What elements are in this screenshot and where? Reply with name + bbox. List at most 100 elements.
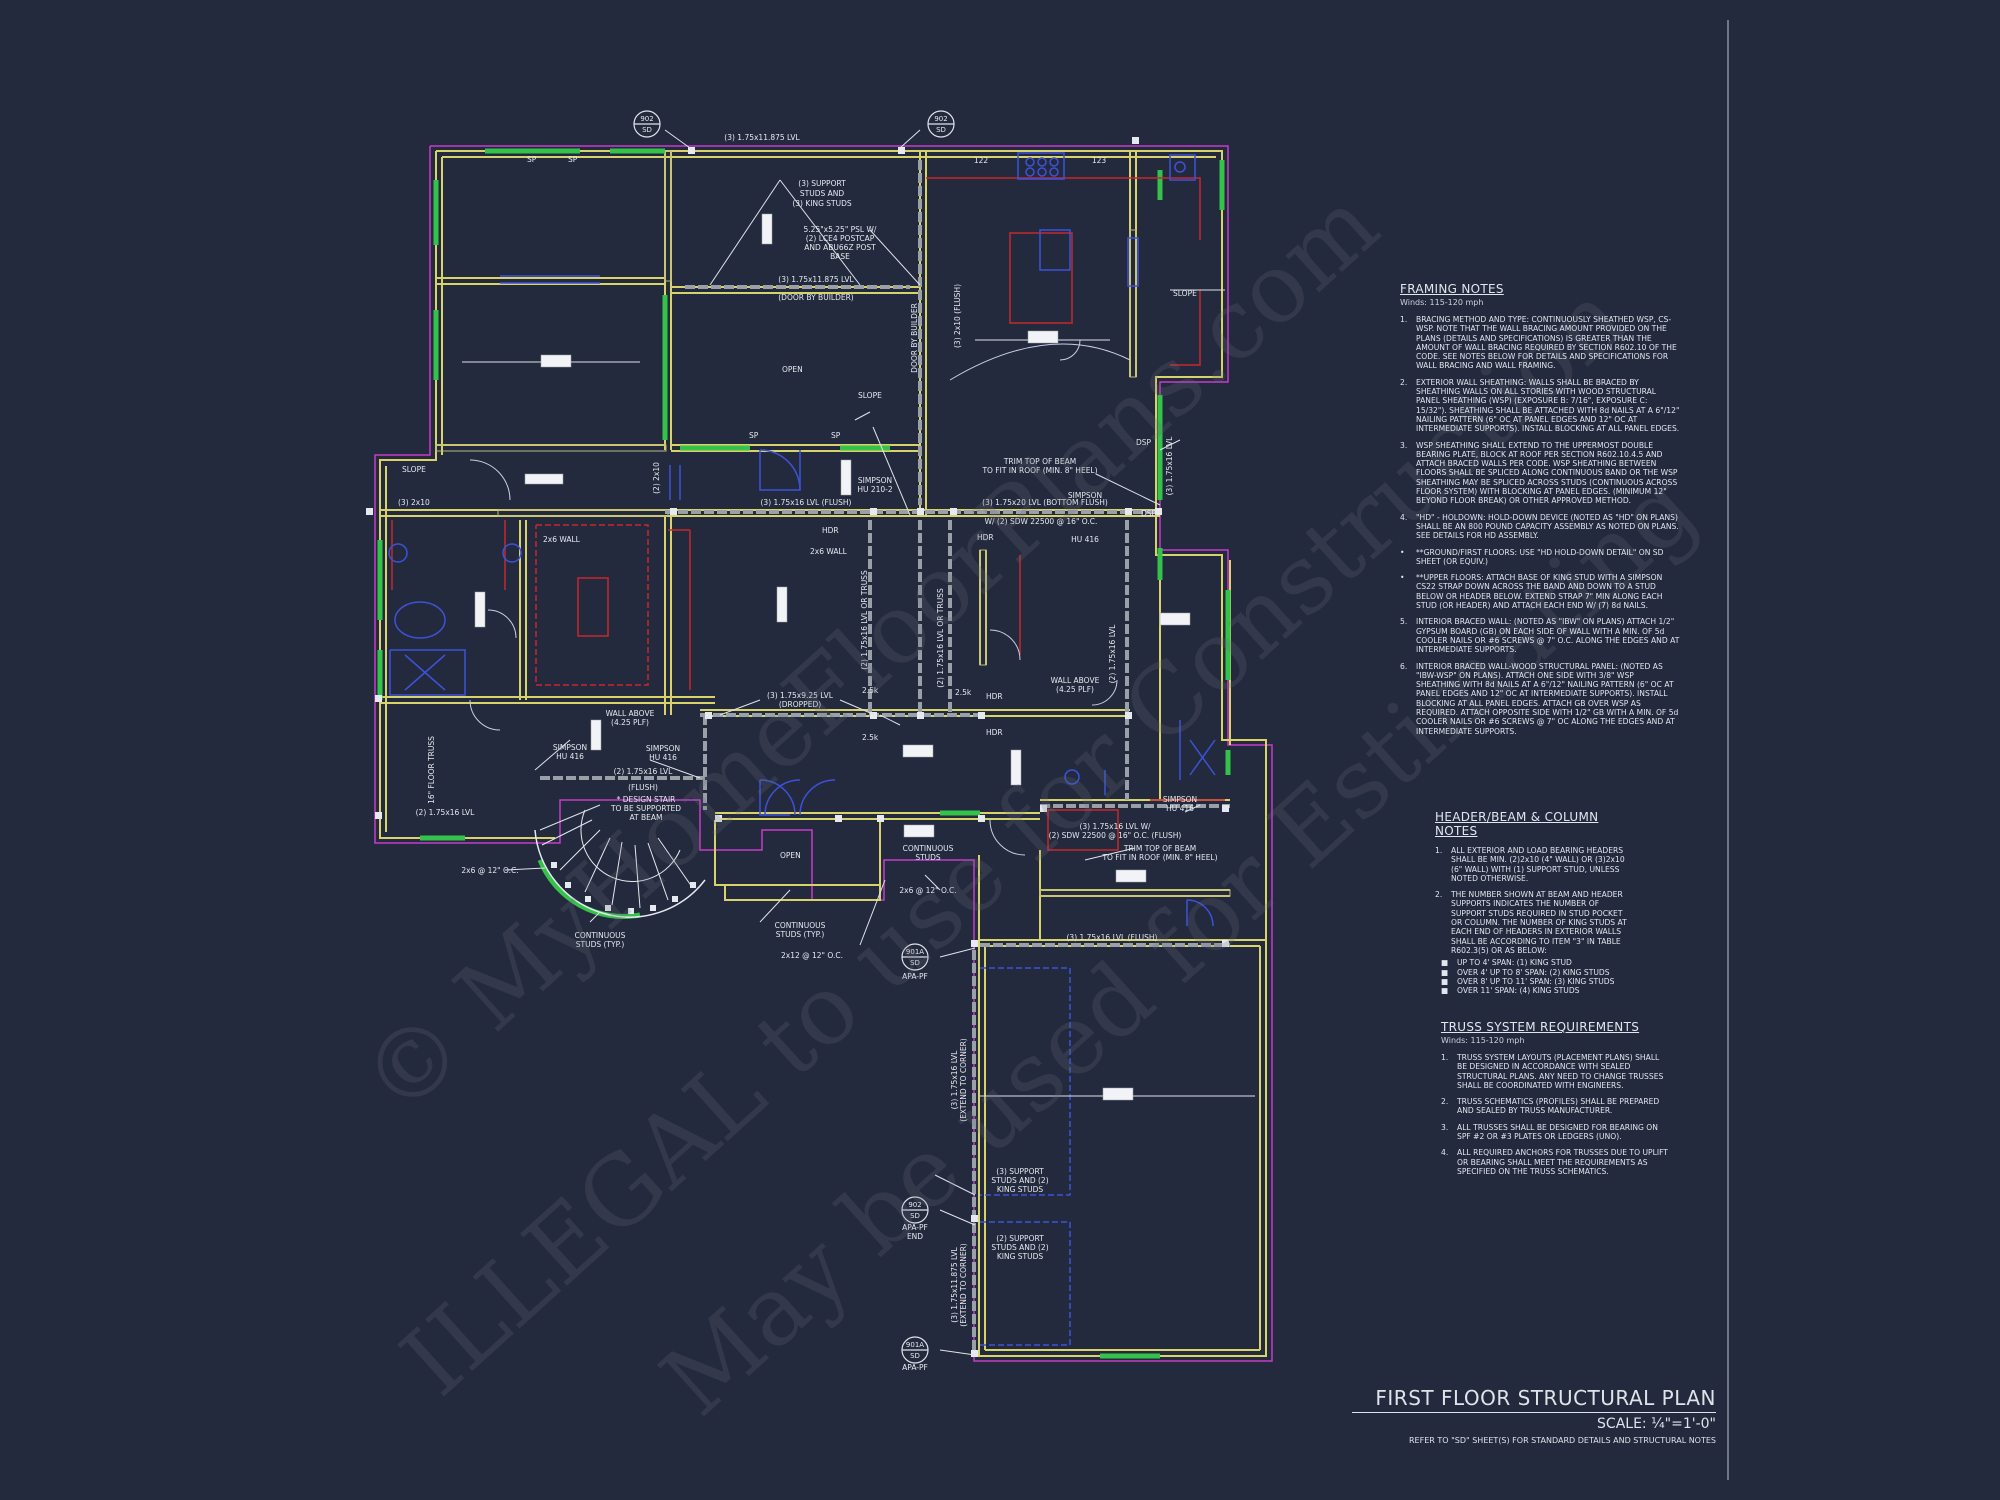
label-lvl-v1: (2) 1.75x16 LVL OR TRUSS xyxy=(860,570,869,670)
label-design-stair-2: TO BE SUPPORTED xyxy=(610,804,681,813)
king-stud-rule: ■OVER 8' UP TO 11' SPAN: (3) KING STUDS xyxy=(1435,977,1635,986)
label-hdr-1: HDR xyxy=(822,526,839,535)
label-continuous-3b: STUDS xyxy=(915,853,941,862)
bubble-2-bottom: SD xyxy=(936,126,946,134)
fixtures xyxy=(388,152,1216,1346)
label-lvl-1575: (2) 1.75x16 LVL xyxy=(614,767,674,776)
label-slope-1: SLOPE xyxy=(402,465,426,474)
label-window-123: 123 xyxy=(1092,156,1107,165)
label-slope-3: SLOPE xyxy=(1173,289,1197,298)
label-support-studs-2: STUDS AND xyxy=(800,189,844,198)
label-wall-above-1b: (4.25 PLF) xyxy=(611,718,649,727)
label-garage-ss-4: (2) SUPPORT xyxy=(996,1234,1044,1243)
bullet-square-icon: ■ xyxy=(1441,958,1449,968)
label-continuous-3: CONTINUOUS xyxy=(903,844,954,853)
label-apa-3: APA-PF xyxy=(902,1363,928,1372)
bubble-3-top: 901A xyxy=(906,948,924,956)
label-lvl-right-v: (3) 1.75x16 LVL xyxy=(1165,436,1174,496)
king-stud-rule: ■OVER 11' SPAN: (4) KING STUDS xyxy=(1435,986,1635,995)
label-design-stair-1: * DESIGN STAIR xyxy=(617,795,676,804)
truss-note-item: 3.ALL TRUSSES SHALL BE DESIGNED FOR BEAR… xyxy=(1441,1123,1671,1142)
framing-note-item: 6.INTERIOR BRACED WALL-WOOD STRUCTURAL P… xyxy=(1400,662,1680,736)
walls xyxy=(379,150,1267,1357)
framing-note-item-text: **GROUND/FIRST FLOORS: USE "HD HOLD-DOWN… xyxy=(1416,547,1664,566)
framing-notes-title: FRAMING NOTES xyxy=(1400,282,1504,296)
label-apa-1: APA-PF xyxy=(902,972,928,981)
label-lvl-flush-2: (3) 1.75x16 LVL (FLUSH) xyxy=(1067,933,1158,942)
label-dim-25a: 2.5k xyxy=(862,686,879,695)
label-slope-2: SLOPE xyxy=(858,391,882,400)
king-stud-rule: ■ OVER 4' UP TO 8' SPAN: (2) KING STUDS xyxy=(1435,968,1635,977)
label-sp-2: SP xyxy=(568,155,578,164)
label-2x6-wall-a: 2x6 WALL xyxy=(543,535,581,544)
framing-note-item-number: 6. xyxy=(1400,661,1408,671)
hatched-walls xyxy=(435,150,1231,897)
posts xyxy=(366,137,1229,1357)
label-hdr-3: HDR xyxy=(986,692,1003,701)
framing-notes: FRAMING NOTES Winds: 115-120 mph 1.BRACI… xyxy=(1400,282,1680,743)
label-lvl-right-lower: (3) 1.75x16 LVL W/ xyxy=(1079,822,1151,831)
truss-note-item-number: 2. xyxy=(1441,1097,1449,1107)
header-notes-title: HEADER/BEAM & COLUMN NOTES xyxy=(1435,810,1599,838)
label-sp-4: SP xyxy=(831,431,841,440)
exterior-outline xyxy=(374,145,1273,1362)
bullet-square-icon: ■ xyxy=(1441,967,1449,977)
label-lvl-bottom-left: (2) 1.75x16 LVL xyxy=(416,808,476,817)
label-lvl-mid: (3) 1.75x11.875 LVL xyxy=(778,275,854,284)
door-swings xyxy=(469,339,1131,856)
label-window-122: 122 xyxy=(974,156,989,165)
king-stud-rule-text: UP TO 4' SPAN: (1) KING STUD xyxy=(1457,958,1572,968)
truss-note-item-text: ALL TRUSSES SHALL BE DESIGNED FOR BEARIN… xyxy=(1457,1122,1658,1142)
label-flush-2x10: (3) 2x10 (FLUSH) xyxy=(953,284,962,348)
label-dim-25b: 2.5k xyxy=(862,733,879,742)
header-notes-list: 1.ALL EXTERIOR AND LOAD BEARING HEADERS … xyxy=(1435,846,1635,955)
label-sp-1: SP xyxy=(527,155,537,164)
label-support-studs-3: (3) KING STUDS xyxy=(792,199,852,208)
label-simpson-d: SIMPSON xyxy=(646,744,680,753)
sheet-reference-note: REFER TO "SD" SHEET(S) FOR STANDARD DETA… xyxy=(1408,1436,1716,1445)
spiral-stair xyxy=(534,809,706,918)
framing-notes-subtitle: Winds: 115-120 mph xyxy=(1400,298,1484,307)
label-hdr-4: HDR xyxy=(986,728,1003,737)
label-simpson-e: SIMPSON xyxy=(1163,795,1197,804)
king-stud-rule-text: OVER 4' UP TO 8' SPAN: (2) KING STUDS xyxy=(1457,967,1610,977)
label-sdw-2: (2) SDW 22500 @ 16" O.C. (FLUSH) xyxy=(1049,831,1182,840)
label-garage-ss-6: KING STUDS xyxy=(997,1252,1044,1261)
truss-note-item-number: 1. xyxy=(1441,1053,1449,1062)
label-wall-above-1: WALL ABOVE xyxy=(606,709,655,718)
framing-note-item-text: "HD" - HOLDOWN: HOLD-DOWN DEVICE (NOTED … xyxy=(1416,512,1679,541)
label-garage-v2: (3) 1.75x11.875 LVL xyxy=(950,1246,959,1322)
bubble-5-bottom: SD xyxy=(910,1352,920,1360)
label-2x6-oc-2: 2x6 @ 12" O.C. xyxy=(899,886,956,895)
truss-note-item: 2.TRUSS SCHEMATICS (PROFILES) SHALL BE P… xyxy=(1441,1097,1671,1116)
truss-note-item-text: ALL REQUIRED ANCHORS FOR TRUSSES DUE TO … xyxy=(1457,1148,1668,1176)
bullet-square-icon: ■ xyxy=(1441,976,1449,986)
label-trim-2: TO FIT IN ROOF (MIN. 8" HEEL) xyxy=(981,466,1097,475)
label-dsp-2: DSP xyxy=(1141,509,1157,518)
framing-note-item-number: 1. xyxy=(1400,315,1408,324)
label-simpson-a2: HU 210-2 xyxy=(857,485,893,494)
label-2x10-b: (2) 2x10 xyxy=(652,462,661,494)
label-flush: (FLUSH) xyxy=(628,783,658,792)
label-psl-2: (2) LCE4 POSTCAP xyxy=(806,234,875,243)
sheet-title: FIRST FLOOR STRUCTURAL PLAN xyxy=(1352,1386,1716,1413)
header-note-item: 1.ALL EXTERIOR AND LOAD BEARING HEADERS … xyxy=(1435,846,1635,883)
label-dropped: (DROPPED) xyxy=(779,700,821,709)
framing-note-item: •**GROUND/FIRST FLOORS: USE "HD HOLD-DOW… xyxy=(1400,548,1680,567)
label-dsp-1: DSP xyxy=(1136,438,1152,447)
label-dim-25c: 2.5k xyxy=(955,688,972,697)
label-psl-3: AND ABU66Z POST xyxy=(804,243,876,252)
plan-annotations: (3) 1.75x11.875 LVL (3) 1.75x11.875 LVL … xyxy=(398,133,1218,1372)
framing-notes-list: 1.BRACING METHOD AND TYPE: CONTINUOUSLY … xyxy=(1400,315,1680,736)
truss-notes: TRUSS SYSTEM REQUIREMENTS Winds: 115-120… xyxy=(1441,1020,1671,1183)
label-wall-above-2: WALL ABOVE xyxy=(1051,676,1100,685)
label-open-2: OPEN xyxy=(780,851,801,860)
label-simpson-e2: HU 416 xyxy=(1166,804,1194,813)
label-door-by-builder: (DOOR BY BUILDER) xyxy=(778,293,854,302)
label-garage-v1: (3) 1.75x16 LVL xyxy=(950,1050,959,1110)
beams xyxy=(540,160,1230,1356)
label-trim-4: TO FIT IN ROOF (MIN. 8" HEEL) xyxy=(1101,853,1217,862)
section-marker-text: 902 SD 902 SD 901A SD 902 SD 901A SD xyxy=(640,115,947,1360)
label-simpson-b: SIMPSON xyxy=(1068,491,1102,500)
label-psl-4: BASE xyxy=(830,252,850,261)
